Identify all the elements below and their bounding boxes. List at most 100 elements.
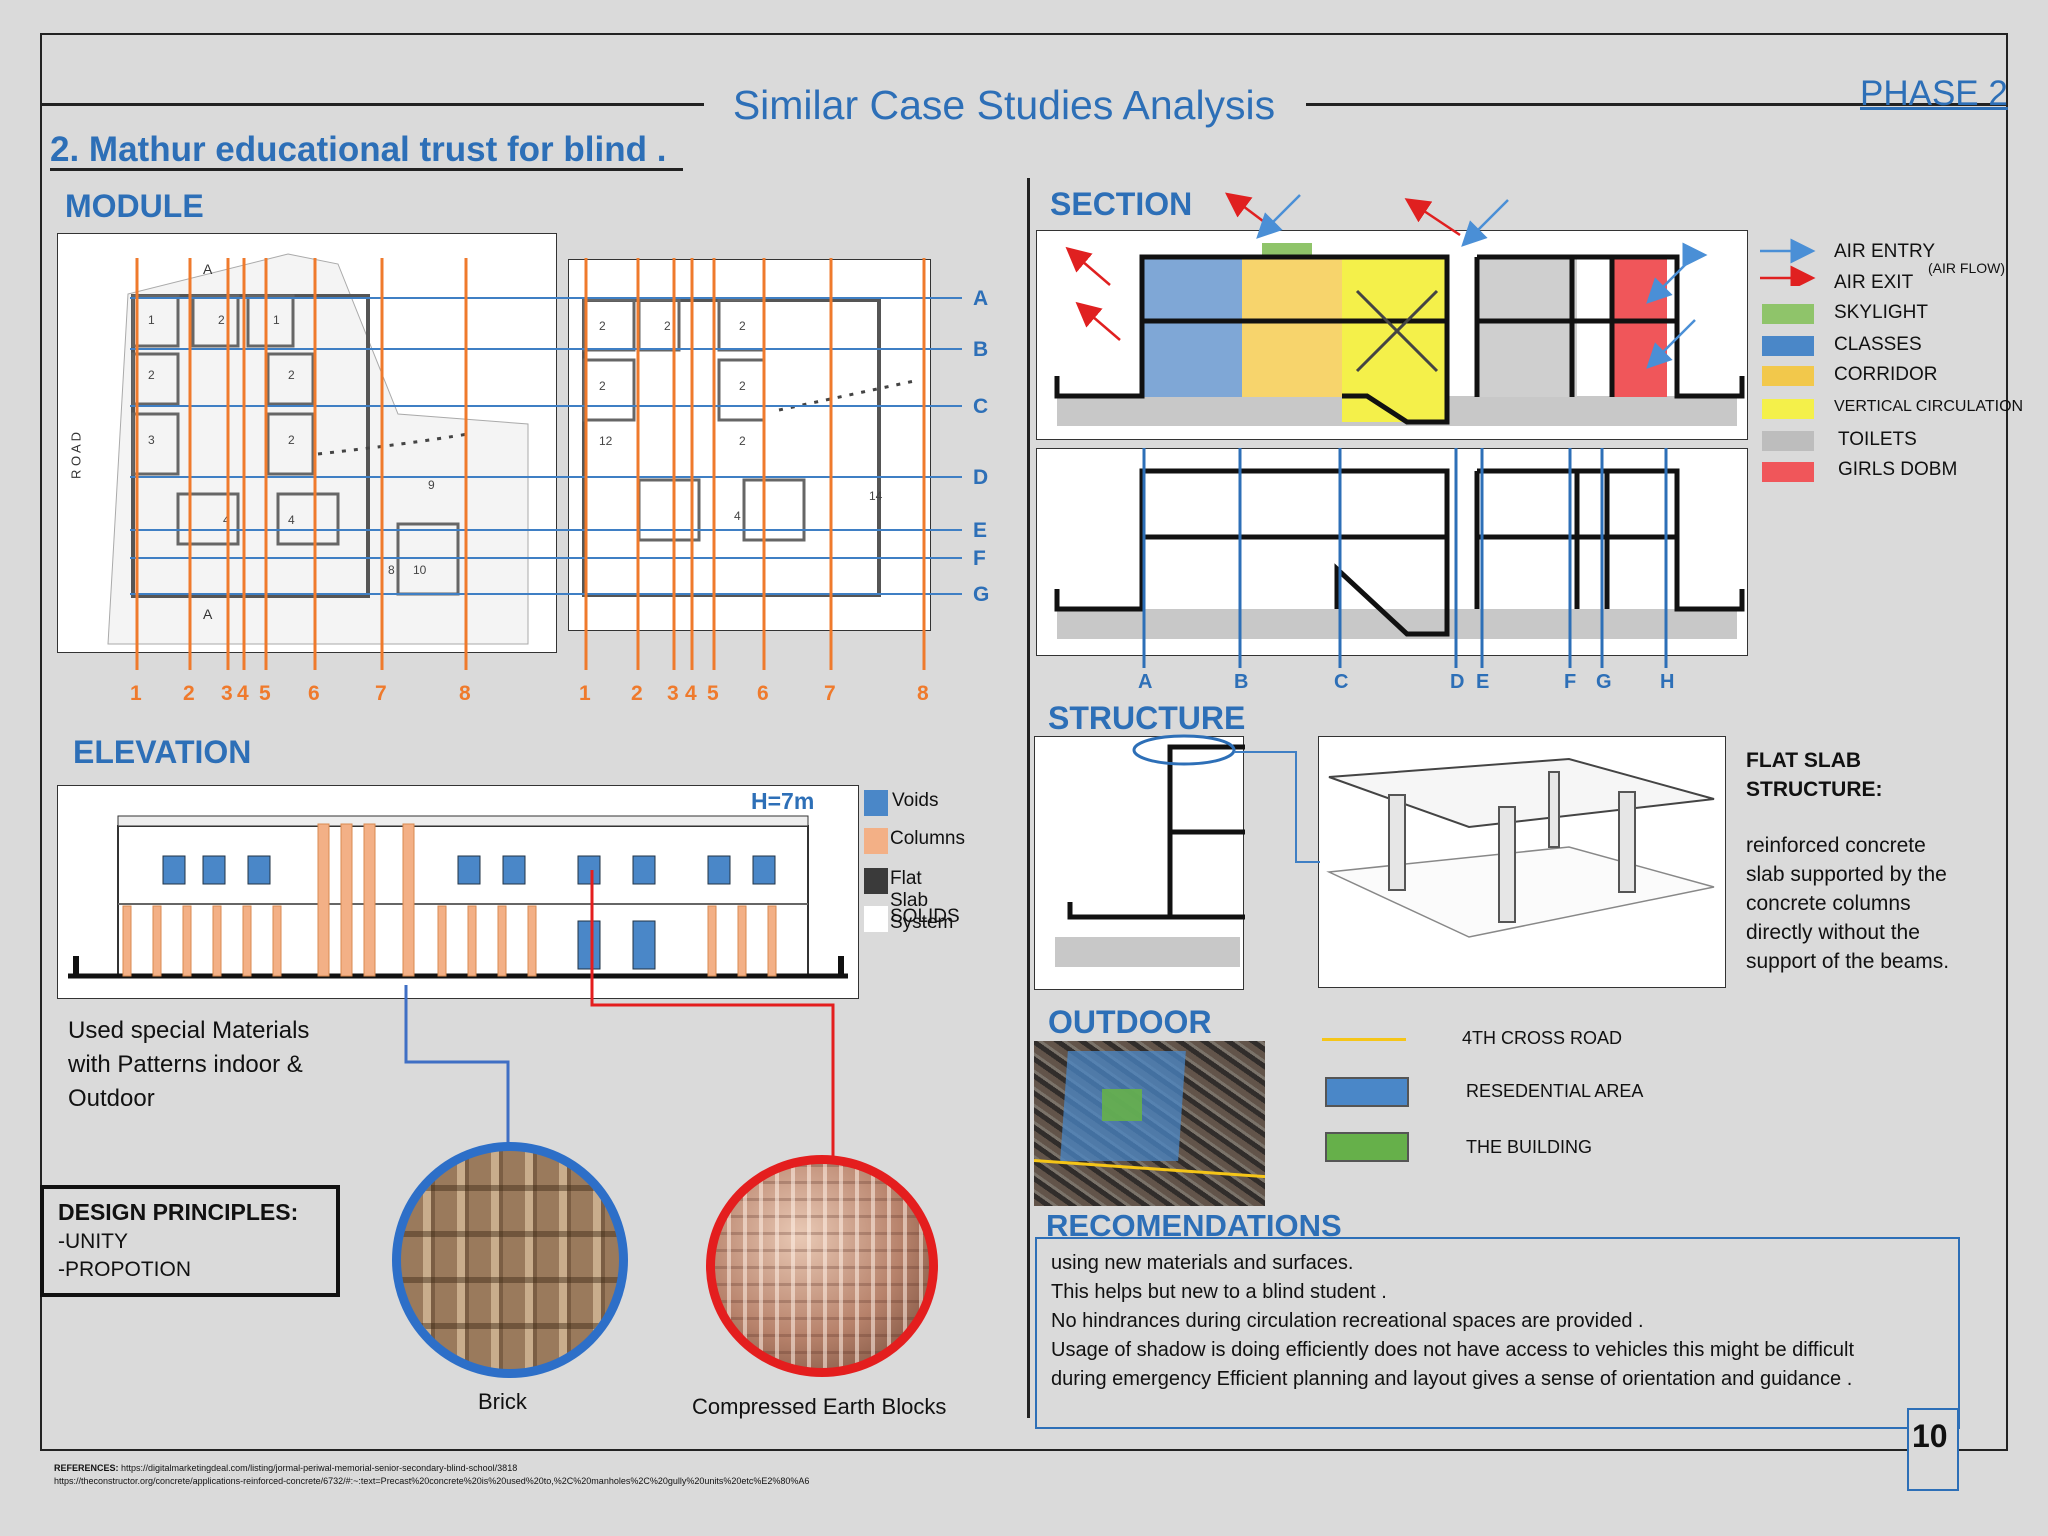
grid-number-2-8: 8 [917,682,929,705]
elevation-column [122,905,132,977]
elevation-column [182,905,192,977]
section-bottom-svg [1054,468,1745,639]
svg-text:10: 10 [413,563,427,577]
outdoor-legend-residential: RESEDENTIAL AREA [1466,1081,1644,1101]
legend-air-entry: AIR ENTRY [1834,241,1936,262]
section-axis-label-G: G [1596,671,1612,693]
legend-voids-swatch [864,790,888,816]
grid-number-2-4: 4 [685,682,697,705]
elevation-tall-column [363,823,376,977]
svg-text:3: 3 [148,433,155,447]
elevation-column [767,905,777,977]
legend-vertical-circulation: VERTICAL CIRCULATION [1834,398,2024,415]
grid-number-1-6: 6 [308,682,320,705]
materials-note: Used special Materials with Patterns ind… [68,1017,310,1112]
flat-slab-diagram [1318,736,1726,988]
section-mark-top: A [203,261,213,277]
elevation-column [272,905,282,977]
reference-link-2[interactable]: https://theconstructor.org/concrete/appl… [54,1476,810,1486]
references-label: REFERENCES: [54,1463,119,1473]
svg-text:2: 2 [599,319,606,333]
svg-text:2: 2 [148,368,155,382]
grid-number-2-6: 6 [757,682,769,705]
grid-number-1-2: 2 [183,682,195,705]
building-overlay [1102,1089,1142,1121]
legend-girls-dobm-swatch [1762,462,1814,482]
outdoor-legend-road-line [1322,1038,1406,1041]
recommendation-line-5: during emergency Efficient planning and … [1051,1368,1853,1390]
legend-girls-dobm: GIRLS DOBM [1838,459,1958,480]
legend-solids-swatch [864,906,888,932]
grid-number-2-7: 7 [824,682,836,705]
elevation-tall-column [317,823,330,977]
airflow-arrows-legend [1760,238,1816,286]
principle-unity: -UNITY [58,1230,128,1253]
outdoor-legend-road: 4TH CROSS ROAD [1462,1028,1623,1048]
structure-heading: STRUCTURE [1048,700,1246,736]
svg-text:4: 4 [734,509,741,523]
elevation-window [632,920,656,970]
section-axis-label-F: F [1564,671,1576,693]
brick-image [392,1142,628,1378]
elevation-window [502,855,526,885]
grid-number-1-7: 7 [375,682,387,705]
section-axis-label-A: A [1138,671,1152,693]
svg-text:2: 2 [218,313,225,327]
section-heading: SECTION [1050,186,1193,222]
grid-letter-G: G [973,583,989,606]
elevation-window [632,855,656,885]
svg-text:2: 2 [739,434,746,448]
svg-text:2: 2 [664,319,671,333]
case-study-subtitle: 2. Mathur educational trust for blind . [50,130,667,169]
grid-number-1-4: 4 [237,682,249,705]
section-axis-label-C: C [1334,671,1348,693]
svg-text:9: 9 [428,478,435,492]
recommendation-line-2: This helps but new to a blind student . [1051,1281,1387,1303]
elevation-column [707,905,717,977]
legend-airflow-note: (AIR FLOW) [1928,260,2005,276]
structure-callout [1132,734,1320,863]
reference-link-1[interactable]: https://digitalmarketingdeal.com/listing… [121,1463,518,1473]
svg-text:12: 12 [599,434,613,448]
svg-text:2: 2 [599,379,606,393]
svg-text:14: 14 [869,489,883,503]
header-rule-left [40,103,704,106]
recommendation-line-1: using new materials and surfaces. [1051,1252,1354,1274]
grid-number-2-2: 2 [631,682,643,705]
legend-voids-label: Voids [892,790,939,811]
elevation-window [577,855,601,885]
legend-corridor-swatch [1762,366,1814,386]
outdoor-legend-building: THE BUILDING [1466,1137,1593,1157]
section-axis-label-B: B [1234,671,1248,693]
svg-text:4: 4 [288,513,295,527]
structure-section-detail [1034,736,1245,990]
road-label: R O A D [69,432,84,479]
grid-number-1-5: 5 [259,682,271,705]
elevation-window [457,855,481,885]
elevation-window [707,855,731,885]
elevation-column [212,905,222,977]
elevation-column [527,905,537,977]
legend-toilets-swatch [1762,431,1814,451]
outdoor-legend-building-swatch [1325,1132,1409,1162]
legend-slab-swatch [864,868,888,894]
legend-vertical-circulation-swatch [1762,399,1814,419]
grid-letter-F: F [973,547,986,570]
principle-propotion: -PROPOTION [58,1258,192,1281]
flat-slab-title: FLAT SLAB STRUCTURE: [1746,749,1883,801]
legend-solids-label: SOLIDS [890,906,960,927]
svg-text:8: 8 [388,563,395,577]
svg-text:1: 1 [273,313,280,327]
section-axis-label-H: H [1660,671,1674,693]
grid-number-2-1: 1 [579,682,591,705]
legend-air-exit: AIR EXIT [1834,272,1914,293]
page-title: Similar Case Studies Analysis [732,82,1276,128]
legend-skylight: SKYLIGHT [1834,302,1928,323]
svg-text:2: 2 [288,368,295,382]
structure-detail-svg [1055,744,1245,967]
outdoor-legend-residential-swatch [1325,1077,1409,1107]
elevation-column [152,905,162,977]
elevation-column [242,905,252,977]
legend-classes-swatch [1762,336,1814,356]
